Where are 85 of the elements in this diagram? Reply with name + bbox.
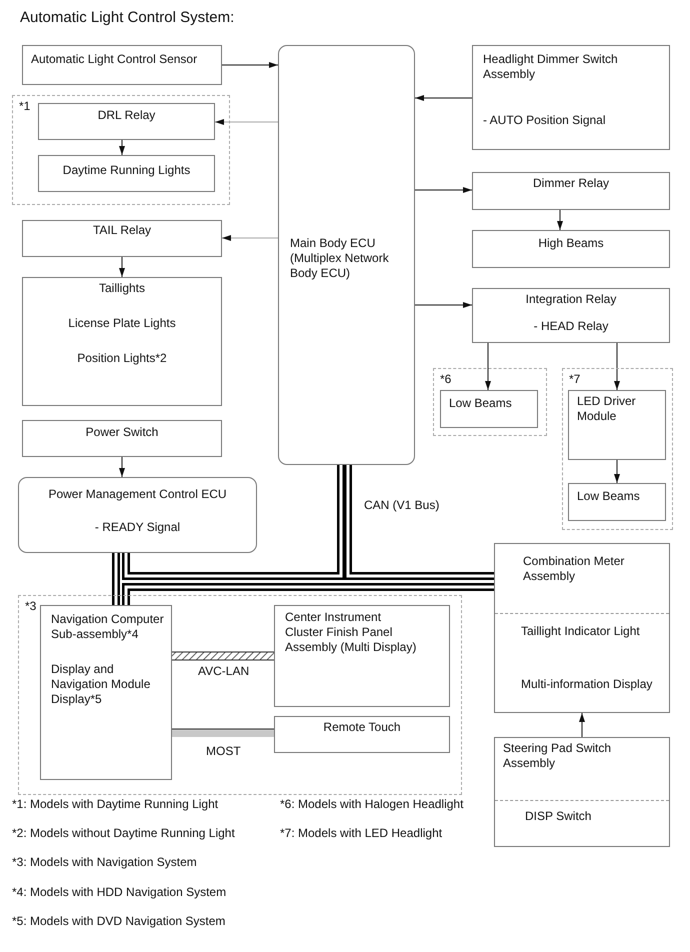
arrow	[485, 342, 491, 390]
footnote: *5: Models with DVD Navigation System	[12, 914, 226, 929]
box-label: Multi-information Display	[521, 677, 652, 692]
component-box	[472, 230, 670, 268]
footnote: *3: Models with Navigation System	[12, 855, 197, 870]
box-label: Low Beams	[449, 396, 512, 411]
footnote: *4: Models with HDD Navigation System	[12, 885, 226, 900]
component-box	[22, 420, 222, 457]
footnote-mark: *6	[440, 372, 452, 387]
dashed-group-box	[12, 95, 230, 205]
component-box	[568, 483, 666, 521]
box-label: Taillight Indicator Light	[521, 624, 641, 639]
box-label: Taillights	[98, 281, 146, 296]
footnote: *1: Models with Daytime Running Light	[12, 797, 218, 812]
box-label: DISP Switch	[525, 809, 592, 824]
box-label: DRL Relay	[98, 108, 156, 123]
box-label: Dimmer Relay	[532, 176, 609, 191]
box-label: - AUTO Position Signal	[483, 113, 606, 128]
box-label: Main Body ECU (Multiplex Network Body ECU)	[290, 236, 390, 281]
arrow	[119, 256, 125, 278]
box-label: Navigation Computer Sub-assembly*4	[51, 612, 165, 642]
arrow	[557, 210, 563, 230]
arrow	[414, 95, 472, 101]
component-box	[38, 103, 215, 140]
dashed-group-box	[562, 368, 673, 530]
arrow	[614, 460, 620, 484]
component-box	[472, 45, 670, 150]
footnote-mark: *1	[19, 99, 30, 114]
box-label: Position Lights*2	[77, 351, 167, 366]
bus-line	[344, 465, 494, 580]
arrow	[119, 140, 125, 156]
box-label: Power Management Control ECU	[48, 487, 227, 502]
footnote: *2: Models without Daytime Running Light	[12, 826, 235, 841]
edge-label: CAN (V1 Bus)	[362, 498, 442, 513]
box-label: LED Driver Module	[577, 394, 637, 424]
ecu-box	[278, 45, 415, 465]
footnote: *7: Models with LED Headlight	[280, 826, 442, 841]
arrow	[614, 342, 620, 390]
bus-line	[122, 583, 494, 605]
bus-line	[122, 465, 345, 580]
box-label: Combination Meter Assembly	[523, 554, 626, 584]
box-label: Low Beams	[577, 489, 640, 504]
box-label: Remote Touch	[323, 720, 401, 735]
component-box	[440, 390, 538, 428]
box-label: License Plate Lights	[68, 316, 176, 331]
box-label: Integration Relay	[526, 292, 616, 307]
component-box	[472, 288, 670, 343]
component-box	[22, 220, 222, 257]
diagram-title: Automatic Light Control System:	[20, 9, 234, 26]
box-label: TAIL Relay	[92, 223, 152, 238]
component-box	[494, 543, 670, 713]
box-label: Power Switch	[86, 425, 158, 440]
component-box	[274, 716, 450, 753]
component-box	[494, 737, 670, 847]
arrow	[214, 119, 278, 125]
component-box	[274, 605, 450, 707]
box-label: Display and Navigation Module Display*5	[51, 662, 152, 707]
arrow	[414, 302, 472, 308]
box-label: Headlight Dimmer Switch Assembly	[483, 52, 619, 82]
box-label: Center Instrument Cluster Finish Panel Assembly (Multi Display)	[285, 610, 418, 655]
box-label: High Beams	[538, 236, 604, 251]
footnote-mark: *7	[569, 372, 580, 387]
component-box	[22, 45, 222, 85]
hatched-bus-bar	[172, 652, 274, 660]
box-label: Steering Pad Switch Assembly	[503, 741, 612, 771]
bus-line	[112, 553, 120, 605]
box-label: Daytime Running Lights	[62, 163, 190, 178]
footnote: *6: Models with Halogen Headlight	[280, 797, 464, 812]
arrow	[414, 187, 472, 193]
shaded-bus-bar	[172, 728, 274, 737]
arrow	[222, 62, 278, 68]
arrow	[119, 456, 125, 478]
arrow	[579, 712, 585, 738]
dashed-group-box	[433, 368, 547, 436]
component-box	[22, 277, 222, 406]
component-box	[40, 605, 172, 780]
arrow	[222, 235, 278, 241]
box-label: - HEAD Relay	[534, 319, 608, 334]
footnote-mark: *3	[25, 599, 36, 614]
component-box	[38, 155, 215, 192]
component-box	[472, 172, 670, 210]
box-label: Automatic Light Control Sensor	[31, 52, 198, 67]
component-box	[568, 390, 666, 460]
ecu-box	[18, 477, 257, 553]
box-label: - READY Signal	[94, 520, 180, 535]
